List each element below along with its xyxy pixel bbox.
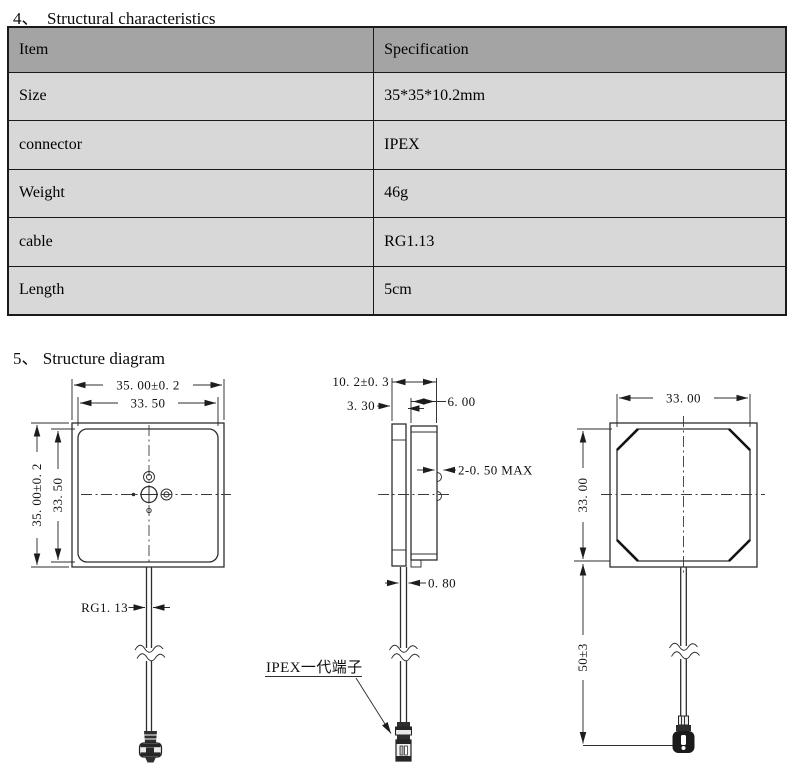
cell-spec: 35*35*10.2mm bbox=[373, 71, 787, 121]
table-row-length: Length 5cm bbox=[7, 265, 787, 315]
section-4-heading: 4、 Structural characteristics bbox=[13, 9, 216, 28]
dim-cable-exit: 0. 80 bbox=[428, 576, 456, 591]
feed-point-detail bbox=[131, 471, 173, 514]
back-view-drawing: 33. 00 33. 00 50±3 bbox=[574, 391, 765, 753]
ipex-connector-side bbox=[395, 722, 412, 762]
table-row-size: Size 35*35*10.2mm bbox=[7, 71, 787, 121]
dim-front-width-outer: 35. 00±0. 2 bbox=[116, 378, 180, 393]
ipex-connector-end bbox=[672, 715, 695, 753]
dim-back-height: 33. 00 bbox=[575, 478, 590, 513]
cell-spec: 5cm bbox=[373, 265, 787, 315]
dim-back-cable-length: 50±3 bbox=[575, 643, 590, 671]
cable-type-label: RG1. 13 bbox=[81, 600, 128, 615]
ipex-connector-front bbox=[138, 731, 163, 763]
dim-front-height-outer: 35. 00±0. 2 bbox=[29, 463, 44, 527]
cable-break-mark bbox=[669, 642, 698, 651]
table-row-weight: Weight 46g bbox=[7, 168, 787, 218]
solder-bump bbox=[436, 491, 442, 501]
col-header-item: Item bbox=[7, 26, 375, 73]
side-cable bbox=[389, 567, 420, 722]
table-row-cable: cable RG1.13 bbox=[7, 217, 787, 267]
solder-bump bbox=[436, 472, 442, 482]
front-cable bbox=[134, 567, 166, 731]
front-inner-square bbox=[77, 428, 219, 563]
ipex-terminal-label: IPEX一代端子 bbox=[266, 659, 363, 676]
cell-spec: 46g bbox=[373, 168, 787, 218]
dim-side-total-thickness: 10. 2±0. 3 bbox=[332, 374, 389, 389]
front-outer-square bbox=[71, 422, 225, 568]
cable-break-mark bbox=[391, 653, 420, 662]
dim-side-top-thickness: 6. 00 bbox=[448, 394, 476, 409]
front-view-drawing: 35. 00±0. 2 33. 50 35. 00±0. 2 33. 50 bbox=[29, 378, 231, 763]
col-header-specification: Specification bbox=[373, 26, 787, 73]
dim-back-width: 33. 00 bbox=[666, 391, 701, 406]
dim-front-width-inner: 33. 50 bbox=[131, 396, 166, 411]
structure-diagram: 35. 00±0. 2 33. 50 35. 00±0. 2 33. 50 bbox=[29, 374, 765, 763]
cell-item: Length bbox=[7, 265, 375, 315]
table-row-connector: connector IPEX bbox=[7, 120, 787, 170]
back-cable bbox=[669, 567, 700, 716]
section-5-heading: 5、 Structure diagram bbox=[13, 349, 166, 368]
side-cable-step bbox=[410, 559, 422, 568]
cell-item: Weight bbox=[7, 168, 375, 218]
side-view-drawing: 10. 2±0. 3 3. 30 6. 00 2-0. 50 MAX 0. 80 bbox=[265, 374, 533, 762]
cable-break-mark bbox=[389, 644, 418, 653]
cable-break-mark bbox=[136, 653, 166, 662]
side-top-body bbox=[410, 425, 438, 561]
cable-break-mark bbox=[134, 644, 164, 653]
dim-solder-bumps: 2-0. 50 MAX bbox=[458, 463, 533, 478]
table-header-row: Item Specification bbox=[7, 26, 787, 73]
side-patch-body bbox=[391, 423, 407, 567]
cell-spec: IPEX bbox=[373, 120, 787, 170]
cell-item: cable bbox=[7, 217, 375, 267]
spec-table: Item Specification Size 35*35*10.2mm con… bbox=[7, 26, 787, 316]
cell-item: connector bbox=[7, 120, 375, 170]
dim-side-patch-thickness: 3. 30 bbox=[347, 398, 375, 413]
dim-front-height-inner: 33. 50 bbox=[50, 478, 65, 513]
cell-spec: RG1.13 bbox=[373, 217, 787, 267]
cell-item: Size bbox=[7, 71, 375, 121]
cable-break-mark bbox=[671, 651, 700, 660]
